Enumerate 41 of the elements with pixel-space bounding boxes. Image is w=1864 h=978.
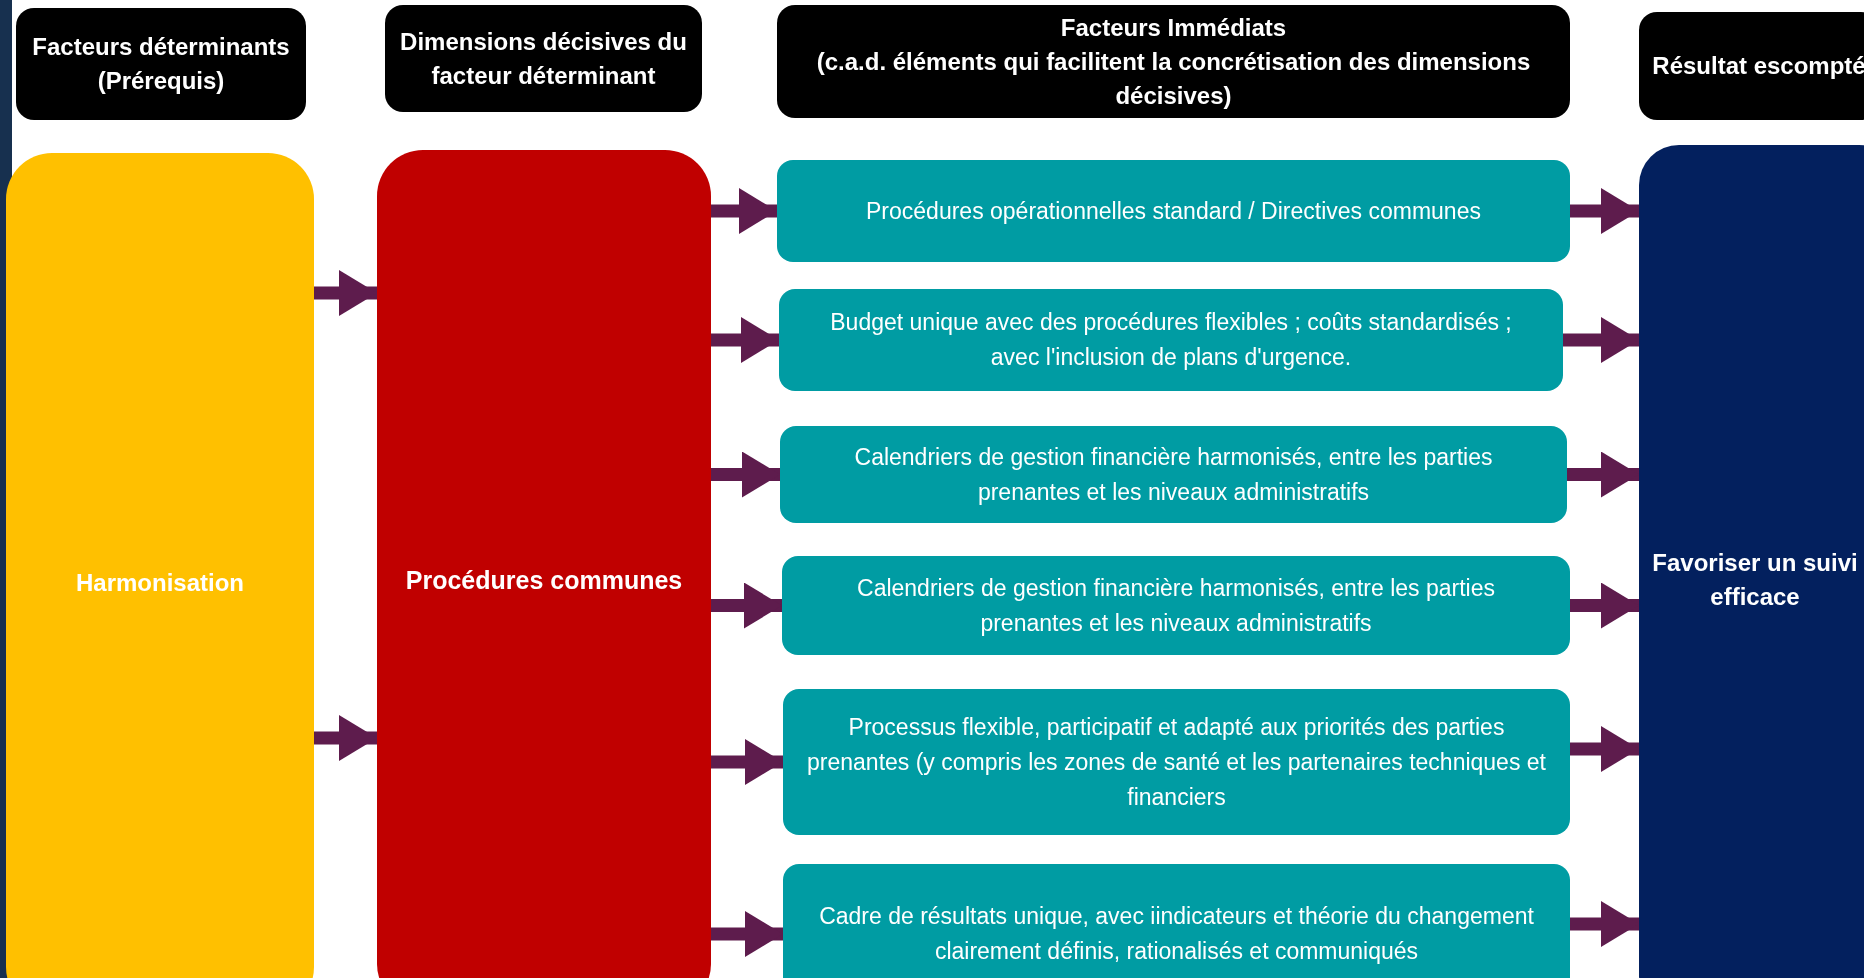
node-text: Calendriers de gestion financière harmonisés, entre les parties prenantes et les niveaux administratifs (856, 573, 1496, 638)
column-header (16, 8, 306, 120)
arrow (711, 451, 780, 498)
factor-box (777, 160, 1570, 262)
node-text: Cadre de résultats unique, avec iindicateurs et théorie du changement clairement définis, rationalisés et communiqués (818, 902, 1535, 966)
prerequisite-box (6, 153, 314, 978)
node-text: Favoriser un suivi efficace (1651, 548, 1859, 612)
node-text: Procédures communes (405, 564, 683, 596)
column-header (385, 5, 702, 112)
factor-box (780, 426, 1567, 523)
arrow (1570, 582, 1639, 629)
column-header (1639, 12, 1864, 120)
node-text: Processus flexible, participatif et adapté aux priorités des parties prenantes (y compris les zones de santé et les partenaires techniques et financiers (807, 712, 1546, 812)
node-text: Procédures opérationnelles standard / Directives communes (866, 196, 1481, 226)
arrow (711, 188, 777, 234)
outcome-box (1639, 145, 1864, 978)
arrow (711, 317, 779, 363)
arrow (1563, 317, 1639, 363)
arrow (711, 739, 783, 785)
node-text: Calendriers de gestion financière harmonisés, entre les parties prenantes et les niveaux administratifs (853, 442, 1494, 507)
dimension-box (377, 150, 711, 978)
node-text: Harmonisation (76, 568, 244, 598)
node-text: Résultat escompté (1652, 51, 1864, 81)
factor-box (782, 556, 1570, 655)
arrow (314, 270, 377, 316)
factor-box (783, 689, 1570, 835)
arrow (1567, 451, 1639, 498)
column-header (777, 5, 1570, 118)
node-text: Facteurs Immédiats (1060, 12, 1287, 43)
arrow (314, 715, 377, 761)
node-text: Dimensions décisives du facteur déterminant (399, 26, 688, 91)
arrow (1570, 901, 1639, 947)
factor-box (783, 864, 1570, 978)
arrow (1570, 188, 1639, 234)
node-text: Budget unique avec des procédures flexibles ; coûts standardisés ; avec l'inclusion de plans d'urgence. (829, 308, 1513, 372)
node-text: Facteurs déterminants (Prérequis) (31, 32, 291, 96)
arrow (1570, 726, 1639, 772)
arrow (711, 582, 782, 629)
arrow (711, 911, 783, 957)
node-subtext: (c.a.d. éléments qui facilitent la concrétisation des dimensions décisives) (815, 46, 1532, 111)
factor-box (779, 289, 1563, 391)
